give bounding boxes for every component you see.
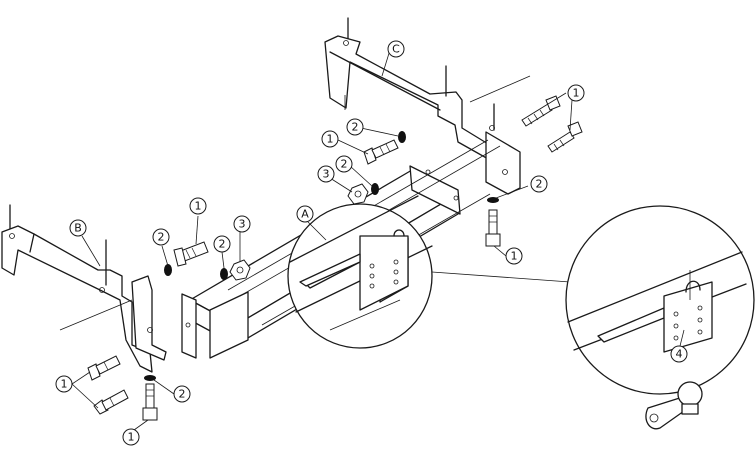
svg-text:1: 1 [128, 431, 135, 444]
callout-2-bottom-left: 2 [173, 385, 191, 403]
washer-left-b [220, 268, 228, 280]
callout-1-top-right: 1 [567, 84, 585, 102]
callout-1-right: 1 [505, 247, 523, 265]
callout-3-left: 3 [233, 215, 251, 233]
svg-text:4: 4 [676, 348, 683, 361]
detail-right-magnified [565, 205, 755, 395]
washer-left-a [164, 264, 172, 276]
callout-2-right: 2 [530, 175, 548, 193]
svg-text:2: 2 [341, 158, 348, 171]
callout-1-bottom-left: 1 [55, 375, 73, 393]
svg-text:1: 1 [61, 378, 68, 391]
bolt-top-right-2 [547, 121, 583, 153]
callout-c: C [387, 40, 405, 58]
hitch-ball [645, 381, 703, 430]
callout-b: B [69, 219, 87, 237]
leader-lines [71, 49, 685, 431]
callout-1-bottom: 1 [122, 428, 140, 446]
detail-leader [431, 271, 571, 283]
callout-a: A [296, 205, 314, 223]
svg-text:1: 1 [511, 250, 518, 263]
svg-text:1: 1 [195, 200, 202, 213]
svg-text:A: A [301, 208, 309, 221]
svg-text:1: 1 [573, 87, 580, 100]
callout-1-middle: 1 [321, 130, 339, 148]
bolt-bottom-left-2 [93, 389, 129, 415]
nut-middle [347, 183, 369, 205]
svg-text:1: 1 [327, 133, 334, 146]
frame-rail-b [1, 204, 167, 373]
washer-vertical-right [487, 197, 499, 203]
bolt-bottom-left-1 [87, 355, 121, 381]
svg-text:C: C [392, 43, 400, 56]
callout-1-left-upper: 1 [189, 197, 207, 215]
bolt-vertical-right [485, 209, 501, 247]
svg-text:B: B [74, 222, 82, 235]
callout-2-middle: 2 [335, 155, 353, 173]
callout-4: 4 [670, 345, 688, 363]
frame-rail-c [324, 17, 531, 195]
bolt-top-right-1 [521, 95, 561, 127]
washer-middle [371, 183, 379, 195]
svg-text:2: 2 [352, 121, 359, 134]
bolt-middle-1 [363, 139, 399, 165]
svg-text:2: 2 [219, 238, 226, 251]
svg-text:3: 3 [239, 218, 246, 231]
washer-upper [398, 131, 406, 143]
callout-2-left-a: 2 [152, 228, 170, 246]
nut-left [229, 259, 251, 281]
callout-3-middle: 3 [317, 165, 335, 183]
callout-2-upper: 2 [346, 118, 364, 136]
bolt-vertical-left [142, 383, 158, 421]
svg-text:3: 3 [323, 168, 330, 181]
washer-vertical-left [144, 375, 156, 381]
bolt-left-upper [173, 241, 209, 267]
svg-text:2: 2 [536, 178, 543, 191]
svg-text:2: 2 [179, 388, 186, 401]
svg-text:2: 2 [158, 231, 165, 244]
detail-a-magnified [287, 195, 433, 349]
callout-2-left-b: 2 [213, 235, 231, 253]
